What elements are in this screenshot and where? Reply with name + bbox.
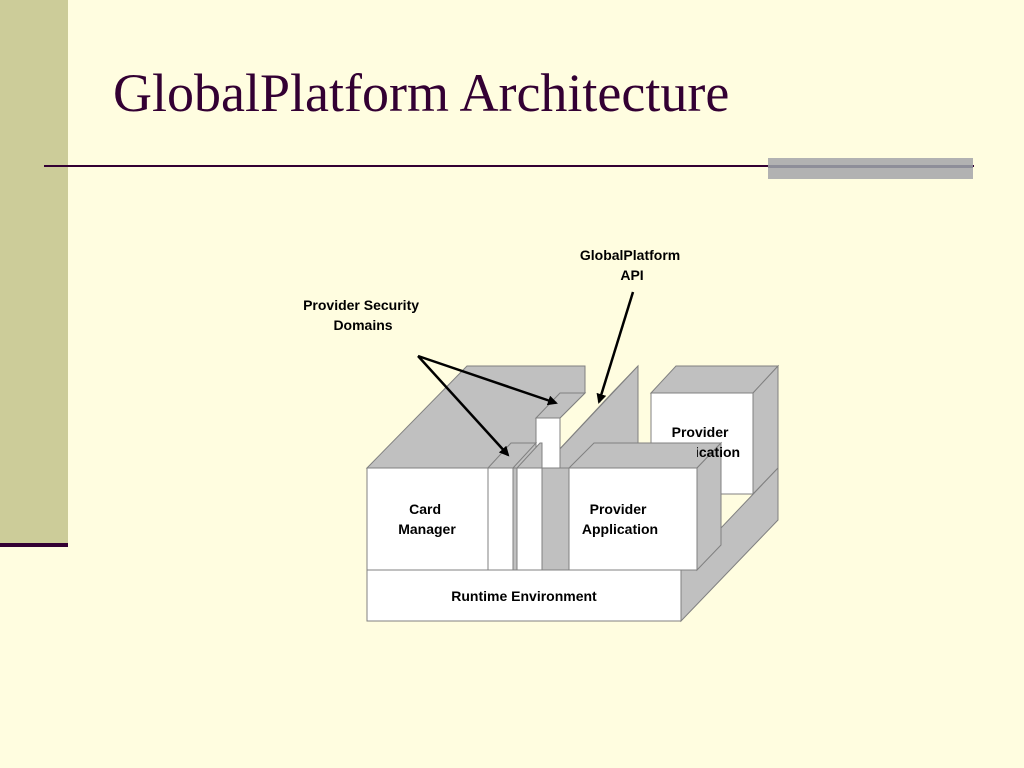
front-provider-application-block <box>567 441 723 572</box>
security-domain-slot-2 <box>516 467 543 571</box>
card-manager-front-face <box>366 467 489 571</box>
security-domain-arrow-back <box>417 354 558 406</box>
left-band-underline <box>0 543 68 547</box>
left-decorative-band <box>0 0 68 545</box>
security-domain-slot-front <box>487 467 514 571</box>
api-arrow <box>596 291 635 404</box>
title-accent-line <box>768 165 973 168</box>
globalplatform-api-label: GlobalPlatform API <box>580 247 684 283</box>
security-domain-gap <box>512 467 518 571</box>
front-provider-application-label: Provider Application <box>582 501 658 537</box>
front-app-front-face <box>568 467 698 571</box>
api-column-side <box>541 467 570 571</box>
runtime-environment-label: Runtime Environment <box>451 588 597 604</box>
runtime-environment-front-face <box>366 569 682 622</box>
card-manager-label: Card Manager <box>398 501 456 537</box>
title-rule <box>44 165 974 167</box>
slide-title: GlobalPlatform Architecture <box>113 63 730 123</box>
title-accent-bar <box>768 158 973 179</box>
security-domain-arrow-front <box>417 355 510 457</box>
security-domains-label: Provider Security Domains <box>303 297 423 333</box>
